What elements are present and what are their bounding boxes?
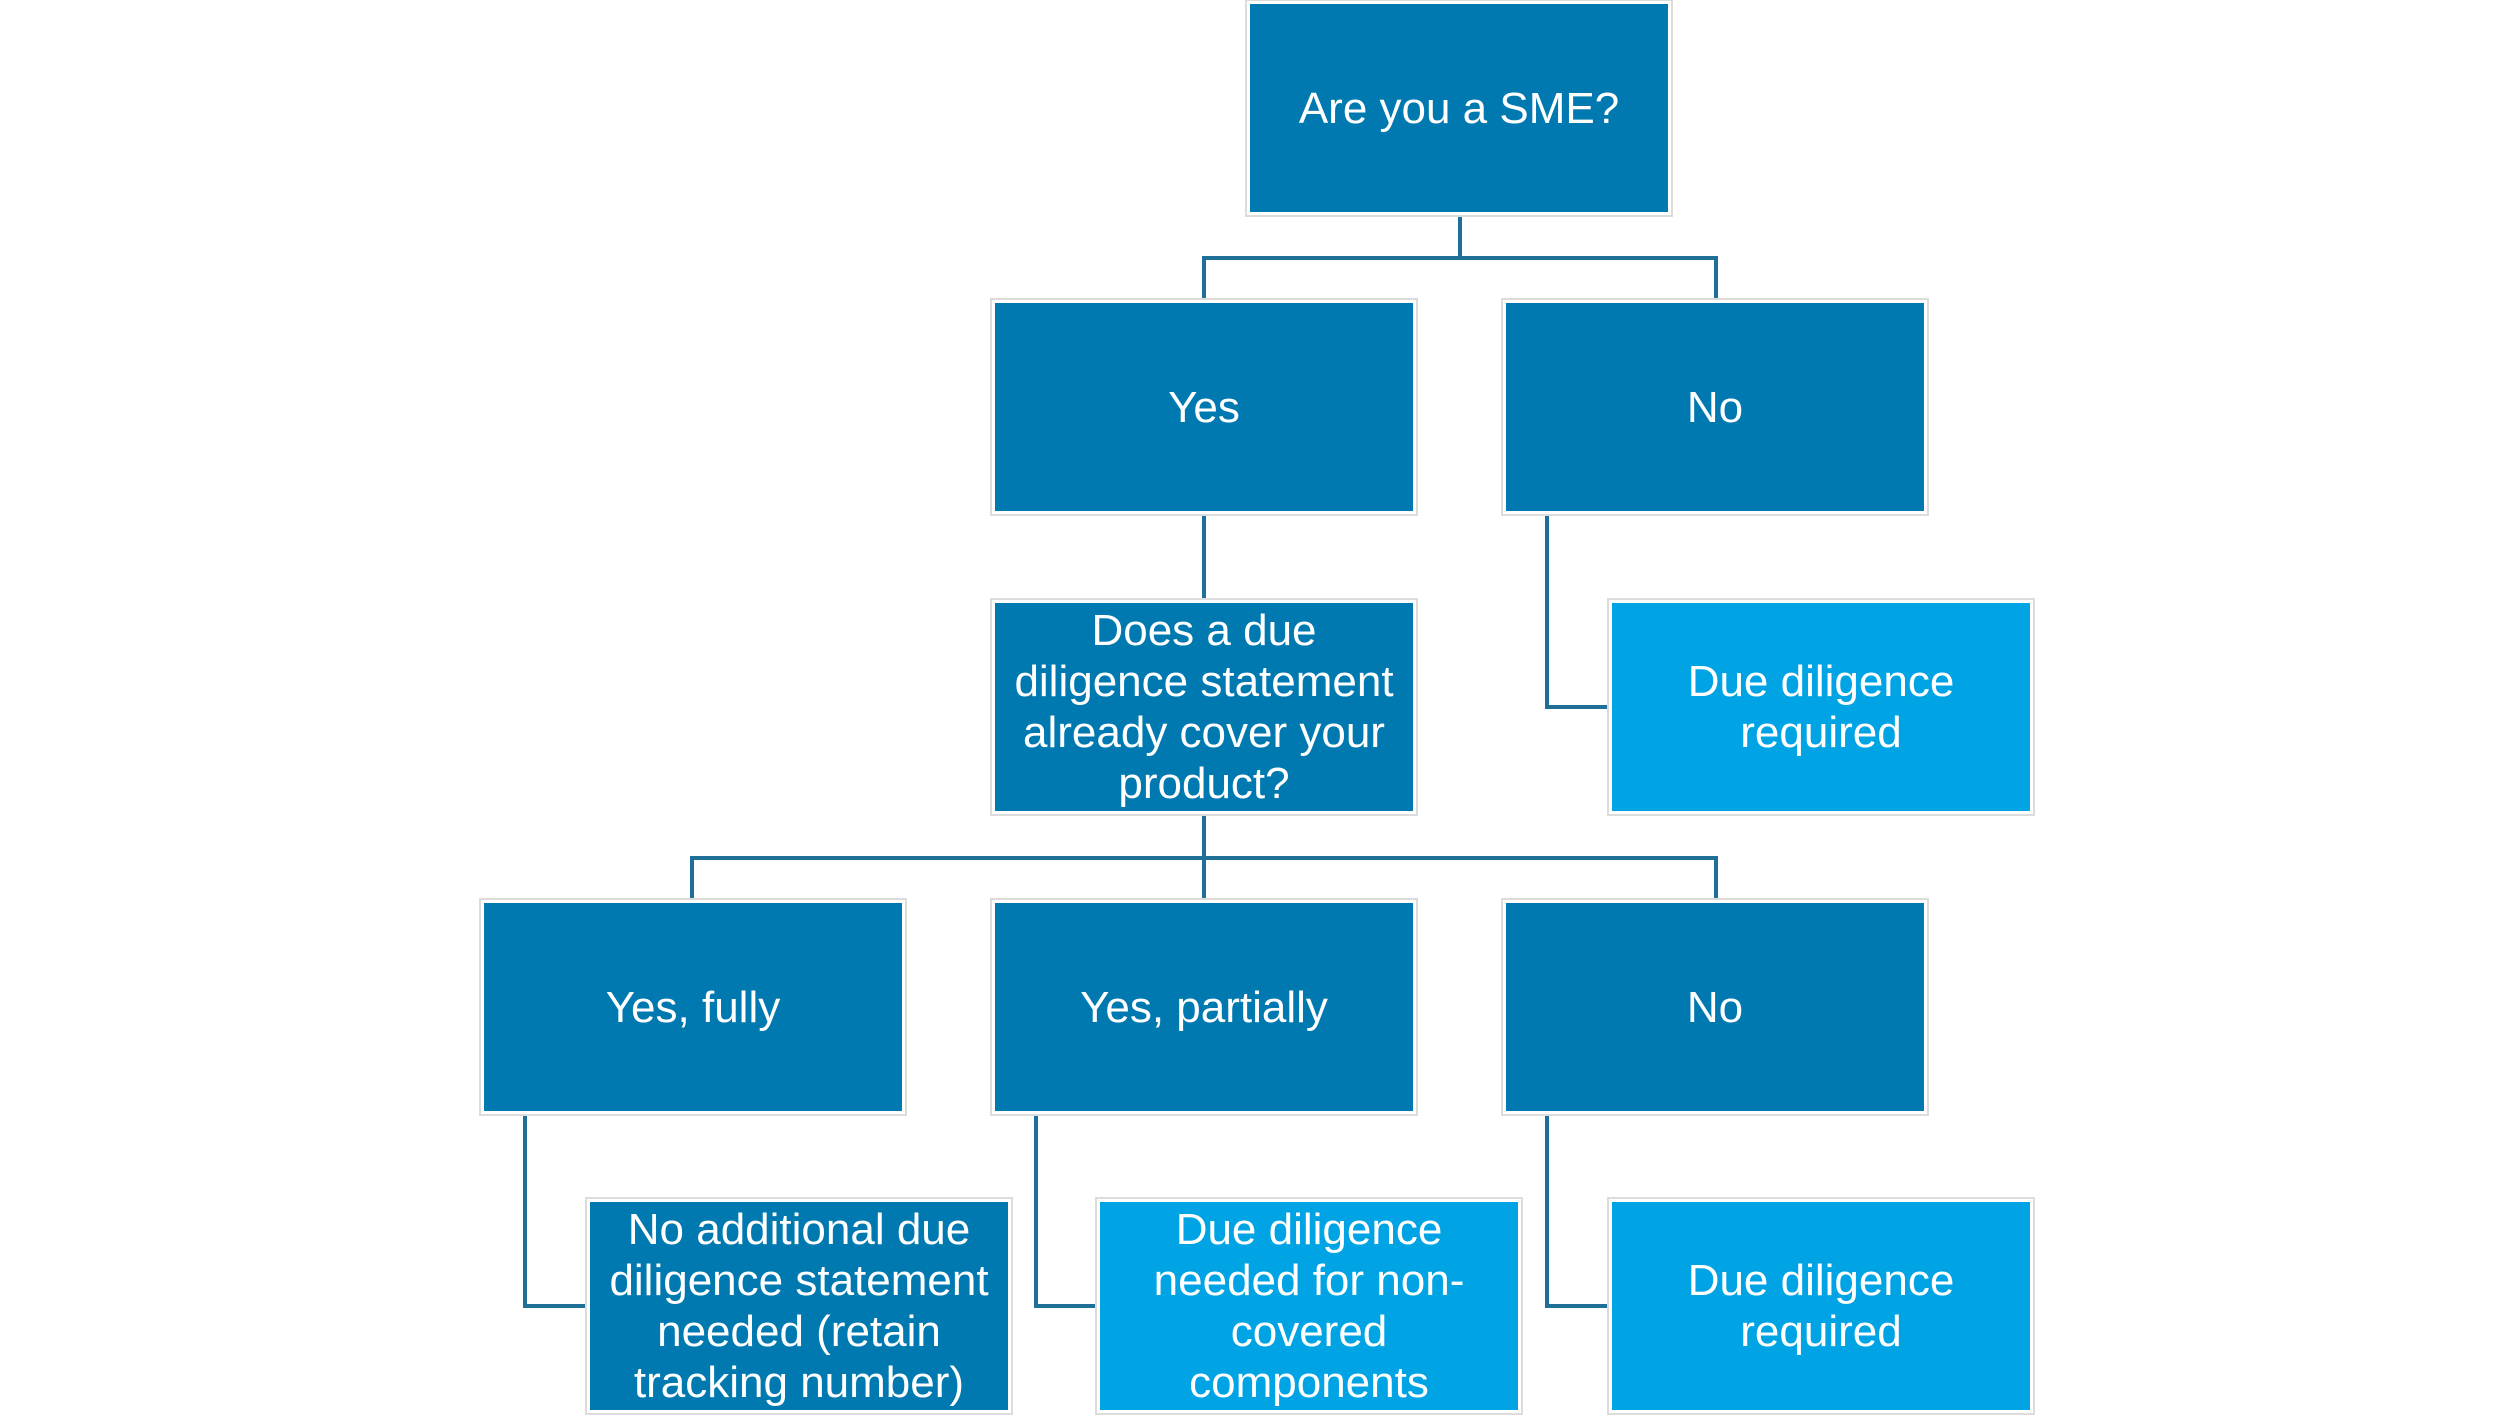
- node-dd-non-covered: Due diligence needed for non-covered com…: [1100, 1202, 1518, 1410]
- node-yes-partially: Yes, partially: [995, 903, 1413, 1111]
- node-root-question: Are you a SME?: [1250, 4, 1668, 212]
- node-yes-fully: Yes, fully: [484, 903, 902, 1111]
- node-no-top: No: [1506, 303, 1924, 511]
- connector-no-dd-required: [1545, 515, 1608, 709]
- node-dd-required-bottom: Due diligence required: [1612, 1202, 2030, 1410]
- connector-root-split: [1202, 214, 1718, 300]
- node-no-bottom: No: [1506, 903, 1924, 1111]
- connector-question-split: [690, 815, 1718, 900]
- node-no-additional-statement: No additional due diligence statement ne…: [590, 1202, 1008, 1410]
- connector-fully-no-additional: [523, 1114, 587, 1308]
- node-yes: Yes: [995, 303, 1413, 511]
- node-dd-required-top: Due diligence required: [1612, 603, 2030, 811]
- connector-no-bottom-dd-required: [1545, 1114, 1608, 1308]
- node-coverage-question: Does a due diligence statement already c…: [995, 603, 1413, 811]
- connector-partially-non-covered: [1034, 1114, 1098, 1308]
